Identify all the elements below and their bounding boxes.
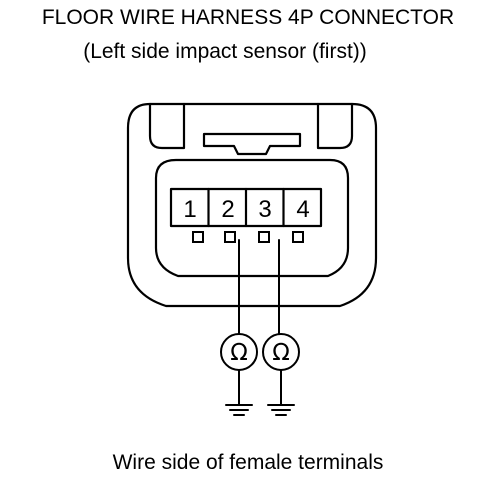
connector-inner-body [154, 158, 350, 278]
right-latch [316, 102, 354, 150]
left-latch [148, 102, 186, 150]
terminal-window-1 [192, 231, 204, 243]
ohmmeter-2-symbol: Ω [272, 340, 290, 366]
diagram-subtitle: (Left side impact sensor (first)) [83, 40, 367, 63]
terminal-1-label: 1 [183, 196, 196, 223]
connector-housing-outline [126, 102, 378, 308]
terminal-2-label: 2 [221, 196, 234, 223]
terminal-window-3 [258, 231, 270, 243]
ground-icon [225, 404, 253, 416]
terminal-window-4 [292, 231, 304, 243]
locking-tab [202, 132, 302, 156]
diagram-caption: Wire side of female terminals [112, 451, 384, 474]
ohmmeter-1-symbol: Ω [230, 340, 248, 366]
terminal-3-label: 3 [258, 196, 271, 223]
diagram-title: FLOOR WIRE HARNESS 4P CONNECTOR [41, 6, 455, 29]
terminal-4-label: 4 [296, 196, 309, 223]
ground-icon [267, 404, 295, 416]
terminal-window-2 [224, 231, 236, 243]
